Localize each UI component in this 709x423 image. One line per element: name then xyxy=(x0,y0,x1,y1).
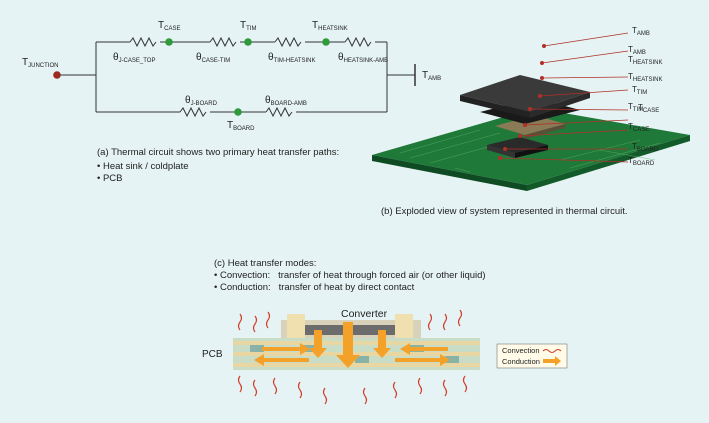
resistor-j-case-top xyxy=(129,36,157,48)
heatsink-layer xyxy=(460,75,590,112)
exploded-label-t-board-2: TBOARD xyxy=(628,156,655,168)
tim-node xyxy=(244,38,252,46)
legend-conduction-label: Conduction xyxy=(502,357,540,366)
case-node xyxy=(165,38,173,46)
label-t-junction: TJUNCTION xyxy=(22,57,59,70)
label-theta-j-board: θJ-BOARD xyxy=(185,95,217,108)
exploded-label-t-amb-1: TAMB xyxy=(632,26,650,38)
exploded-label-t-heatsink-1: THEATSINK xyxy=(628,55,663,67)
label-t-board: TBOARD xyxy=(227,120,255,133)
legend-convection-label: Convection xyxy=(502,346,540,355)
bullet-convection: • Convection: transfer of heat through f… xyxy=(214,270,486,281)
label-theta-case-tim: θCASE-TIM xyxy=(196,52,231,65)
converter-label: Converter xyxy=(341,308,388,320)
legend-conduction-swatch xyxy=(543,356,561,366)
board-component xyxy=(487,137,548,153)
exploded-label-t-case-2: TCASE xyxy=(628,122,650,134)
resistor-j-board xyxy=(179,106,207,118)
caption-a: (a) Thermal circuit shows two primary he… xyxy=(97,147,340,158)
exploded-view xyxy=(372,32,690,191)
convection-arrows xyxy=(237,309,468,405)
label-theta-board-amb: θBOARD-AMB xyxy=(265,95,307,108)
resistor-case-tim xyxy=(209,36,237,48)
caption-b: (b) Exploded view of system represented … xyxy=(381,206,628,217)
exploded-label-t-amb-2: TAMB xyxy=(628,45,646,57)
resistor-heatsink-amb xyxy=(344,36,372,48)
label-t-tim: TTIM xyxy=(240,20,257,33)
caption-c: (c) Heat transfer modes: xyxy=(214,258,317,269)
pcb-board-edge xyxy=(372,155,527,191)
exploded-label-t-heatsink-2: THEATSINK xyxy=(628,72,663,84)
heat-transfer-cross-section xyxy=(233,309,568,405)
bullet-pcb: • PCB xyxy=(97,173,123,184)
exploded-label-t-board-1: TBOARD xyxy=(632,142,659,154)
label-t-case: TCASE xyxy=(158,20,181,33)
leader-lines xyxy=(499,32,629,163)
bullet-conduction: • Conduction: transfer of heat by direct… xyxy=(214,282,415,293)
label-theta-j-case-top: θJ-CASE_TOP xyxy=(113,52,156,65)
conduction-arrows xyxy=(254,322,450,368)
board-node xyxy=(234,108,242,116)
label-theta-tim-heatsink: θTIM-HEATSINK xyxy=(268,52,316,65)
legend-convection-swatch xyxy=(542,349,562,353)
bullet-heat-sink: • Heat sink / coldplate xyxy=(97,161,189,172)
label-t-heatsink: THEATSINK xyxy=(312,20,348,33)
thermal-circuit xyxy=(57,36,416,118)
resistor-tim-heatsink xyxy=(274,36,302,48)
exploded-label-t-tim-1: TTIM xyxy=(632,85,648,97)
pcb-label: PCB xyxy=(202,349,223,360)
junction-node xyxy=(53,71,61,79)
resistor-board-amb xyxy=(265,106,293,118)
label-t-amb: TAMB xyxy=(422,70,442,83)
leader-dots xyxy=(498,44,546,160)
exploded-label-t-case-1: TCASE xyxy=(638,103,660,115)
heatsink-node xyxy=(322,38,330,46)
exploded-label-t-tim-2: TTIM xyxy=(628,102,644,114)
label-theta-heatsink-amb: θHEATSINK-AMB xyxy=(338,52,389,65)
pcb-copper-layers xyxy=(233,341,480,367)
